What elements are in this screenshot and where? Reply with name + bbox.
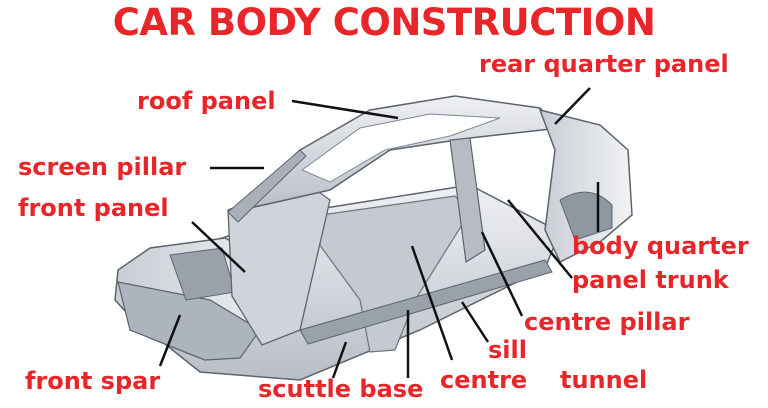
- leader-front-spar: [158, 314, 182, 367]
- screen-pillar-shape: [227, 149, 307, 223]
- roof-shape: [229, 95, 562, 214]
- leader-scuttle-base: [331, 341, 348, 379]
- label-centre-pillar: centre pillar: [524, 308, 690, 336]
- diagram-title: CAR BODY CONSTRUCTION: [112, 1, 656, 44]
- label-screen-pillar: screen pillar: [18, 153, 187, 181]
- label-panel-trunk: panel trunk: [572, 266, 729, 294]
- leader-rear-quarter: [554, 87, 591, 125]
- label-front-spar: front spar: [25, 367, 161, 395]
- label-roof-panel: roof panel: [137, 87, 276, 115]
- label-scuttle-base: scuttle base: [258, 375, 424, 403]
- leader-centre-2: [410, 245, 454, 361]
- centre-pillar-shape: [449, 137, 486, 264]
- sill-shape: [299, 259, 553, 345]
- label-body-quarter: body quarter: [572, 232, 749, 260]
- label-tunnel: tunnel: [560, 366, 648, 394]
- front-spar-shape: [117, 281, 261, 361]
- leader-roof: [291, 99, 399, 120]
- label-rear-quarter-panel: rear quarter panel: [479, 50, 729, 78]
- leader-panel-trunk: [507, 199, 573, 279]
- label-front-panel: front panel: [18, 194, 169, 222]
- leader-front-panel: [191, 221, 246, 273]
- roof-opening: [300, 113, 501, 183]
- label-sill: sill: [488, 336, 527, 364]
- leader-centre-pillar: [480, 231, 524, 317]
- leader-lines: [158, 87, 600, 379]
- label-centre: centre: [440, 366, 528, 394]
- leader-sill: [460, 301, 490, 343]
